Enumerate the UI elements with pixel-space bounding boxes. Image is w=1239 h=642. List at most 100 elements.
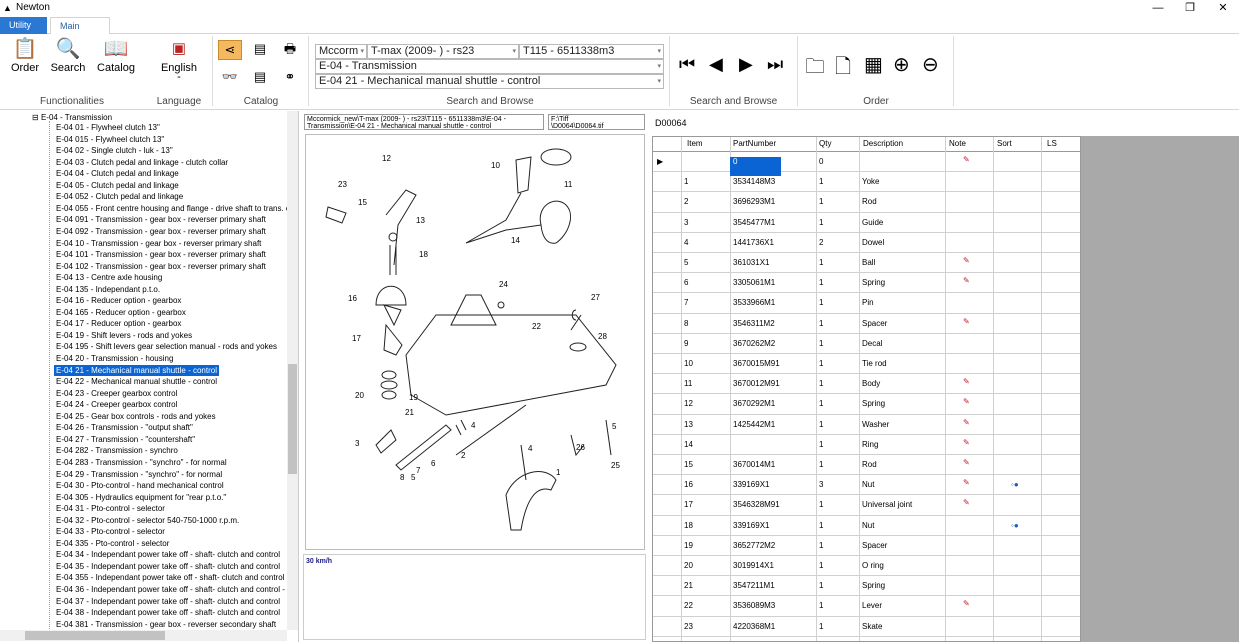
new-document-icon[interactable]: 🗋 <box>835 56 852 78</box>
cell-description[interactable]: O ring <box>862 561 884 570</box>
cell-qty[interactable]: 1 <box>819 561 824 570</box>
cell-part-number[interactable]: 339169X1 <box>733 520 770 530</box>
cell-item[interactable]: 9 <box>684 338 689 348</box>
note-pencil-icon[interactable]: ✎ <box>963 478 970 488</box>
tree-item[interactable]: E-04 05 - Clutch pedal and linkage <box>56 180 179 190</box>
cell-item[interactable]: 2 <box>684 197 689 207</box>
cell-item[interactable]: 10 <box>684 359 693 368</box>
cell-item[interactable]: 13 <box>684 419 693 429</box>
tree-item[interactable]: E-04 015 - Flywheel clutch 13" <box>56 134 165 144</box>
tree-item[interactable]: E-04 355 - Independant power take off - … <box>56 573 285 583</box>
cell-item[interactable]: 8 <box>684 318 689 328</box>
tree-item[interactable]: E-04 19 - Shift levers - rods and yokes <box>56 330 193 340</box>
tree-item[interactable]: E-04 01 - Flywheel clutch 13" <box>56 123 160 132</box>
binoculars-button[interactable]: ⚭ <box>278 68 302 88</box>
cell-part-number[interactable]: 3670012M91 <box>733 379 780 389</box>
note-pencil-icon[interactable]: ✎ <box>963 155 970 164</box>
tree-item[interactable]: E-04 092 - Transmission - gear box - rev… <box>56 226 266 236</box>
cell-qty[interactable]: 1 <box>819 399 824 409</box>
tree-horizontal-scrollbar[interactable] <box>0 630 287 641</box>
note-pencil-icon[interactable]: ✎ <box>963 458 970 467</box>
cell-qty[interactable]: 1 <box>819 581 824 591</box>
cell-part-number[interactable]: 3546311M2 <box>733 318 775 328</box>
cell-description[interactable]: Lever <box>862 601 883 611</box>
cell-item[interactable]: 11 <box>684 379 693 389</box>
cell-description[interactable]: Skate <box>862 621 883 631</box>
tree-item[interactable]: E-04 25 - Gear box controls - rods and y… <box>56 411 216 421</box>
tree-item[interactable]: E-04 03 - Clutch pedal and linkage - clu… <box>56 157 229 167</box>
cell-qty[interactable]: 1 <box>819 460 824 469</box>
cell-qty[interactable]: 1 <box>819 379 824 389</box>
cell-item[interactable]: 16 <box>684 480 693 490</box>
tree-view-toggle[interactable]: ⋖ <box>218 40 242 60</box>
tree-item[interactable]: E-04 13 - Centre axle housing <box>56 273 163 283</box>
cell-qty[interactable]: 1 <box>819 318 824 328</box>
tree-item[interactable]: E-04 102 - Transmission - gear box - rev… <box>56 261 266 271</box>
tree-item[interactable]: E-04 26 - Transmission - "output shaft" <box>56 423 193 433</box>
tree-item[interactable]: E-04 10 - Transmission - gear box - reve… <box>56 238 262 248</box>
tree-item[interactable]: E-04 052 - Clutch pedal and linkage <box>56 192 184 202</box>
last-icon[interactable]: ⏭ <box>767 54 784 74</box>
cell-item[interactable]: 23 <box>684 621 693 631</box>
model-combo[interactable]: T-max (2009- ) - rs23▾ <box>367 44 519 59</box>
tree-item[interactable]: E-04 35 - Independant power take off - s… <box>56 561 280 571</box>
cell-part-number[interactable]: 3545477M1 <box>733 217 776 227</box>
next-icon[interactable]: ▶ <box>739 54 753 74</box>
tree-item[interactable]: E-04 135 - Independant p.t.o. <box>56 284 161 294</box>
cell-item[interactable]: 14 <box>684 439 693 449</box>
cell-description[interactable]: Pin <box>862 298 874 308</box>
tree-item[interactable]: E-04 24 - Creeper gearbox control <box>56 400 178 410</box>
col-ls-header[interactable]: LS <box>1047 139 1057 148</box>
cell-item[interactable]: 21 <box>684 581 693 591</box>
tree-item[interactable]: E-04 37 - Independant power take off - s… <box>56 596 280 606</box>
cell-description[interactable]: Spring <box>862 399 886 409</box>
maximize-button[interactable]: ❐ <box>1185 2 1195 14</box>
cell-part-number[interactable]: 339169X1 <box>733 480 770 490</box>
catalog-button[interactable]: 📖 Catalog <box>94 36 138 74</box>
cell-part-number[interactable]: 3696293M1 <box>733 197 776 207</box>
cell-item[interactable]: 5 <box>684 258 689 267</box>
cell-item[interactable]: 1 <box>684 177 689 187</box>
order-list-icon[interactable]: ▦ <box>864 54 883 76</box>
scroll-thumb[interactable] <box>25 631 165 640</box>
col-qty-header[interactable]: Qty <box>819 139 832 148</box>
cell-description[interactable]: Body <box>862 379 881 389</box>
cell-description[interactable]: Spacer <box>862 540 888 550</box>
add-to-order-icon[interactable]: ⊕ <box>893 54 910 76</box>
cell-part-number[interactable]: 3536089M3 <box>733 601 776 611</box>
serial-combo[interactable]: T115 - 6511338m3▾ <box>519 44 664 59</box>
glasses-button[interactable]: 👓 <box>218 68 242 88</box>
cell-qty[interactable]: 1 <box>819 500 824 510</box>
cell-part-number[interactable]: 1425442M1 <box>733 419 776 429</box>
tree-item[interactable]: E-04 16 - Reducer option - gearbox <box>56 296 182 306</box>
tree-item[interactable]: E-04 055 - Front centre housing and flan… <box>56 203 299 213</box>
cell-description[interactable]: Dowel <box>862 237 885 247</box>
previous-icon[interactable]: ◀ <box>709 54 723 74</box>
cell-item[interactable]: 0 <box>733 157 738 166</box>
subsection-combo[interactable]: E-04 21 - Mechanical manual shuttle - co… <box>315 74 664 89</box>
col-desc-header[interactable]: Description <box>863 139 904 148</box>
cell-part-number[interactable]: 3305061M1 <box>733 278 776 288</box>
tree-item[interactable]: E-04 335 - Pto-control - selector <box>56 538 170 548</box>
cell-part-number[interactable]: 4220368M1 <box>733 621 776 631</box>
cell-description[interactable]: Yoke <box>862 177 880 187</box>
cell-qty[interactable]: 1 <box>819 278 824 288</box>
cell-qty[interactable]: 1 <box>819 601 824 611</box>
open-folder-icon[interactable]: 🗀 <box>805 56 825 78</box>
cell-qty[interactable]: 1 <box>819 217 824 227</box>
close-button[interactable]: ✕ <box>1218 2 1228 14</box>
cell-description[interactable]: Nut <box>862 480 875 490</box>
cell-qty[interactable]: 1 <box>819 419 824 429</box>
cell-qty[interactable]: 2 <box>819 237 824 247</box>
